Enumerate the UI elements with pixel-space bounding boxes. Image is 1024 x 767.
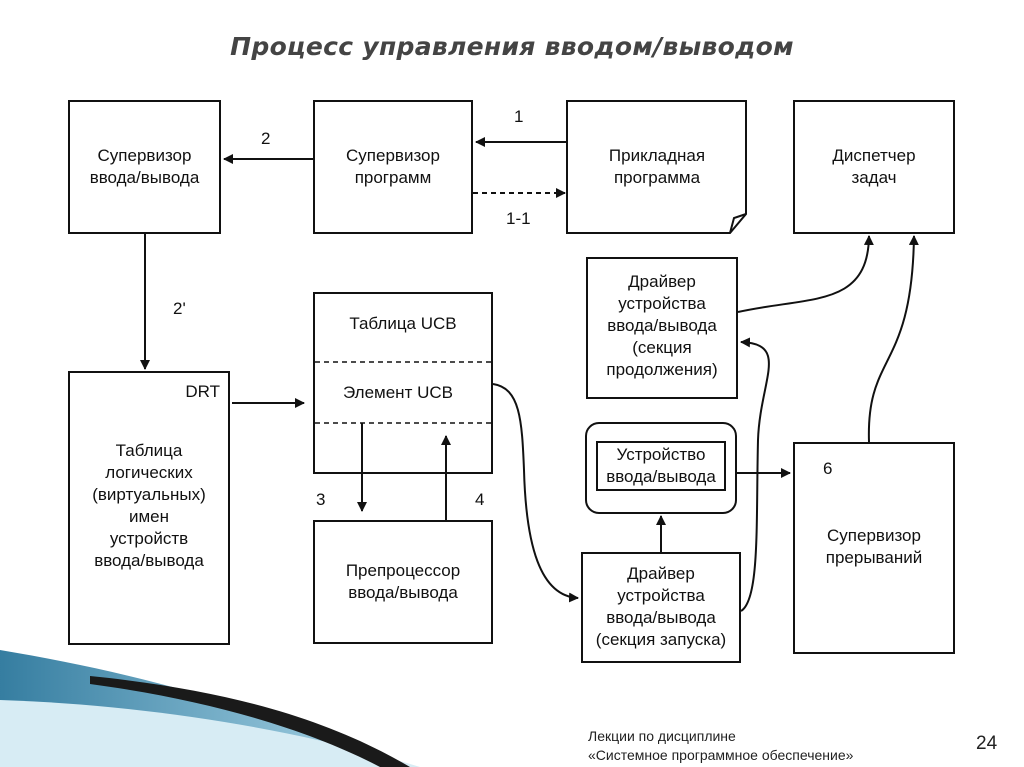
block-ucb-table xyxy=(313,292,493,474)
decor-swoosh-dark xyxy=(90,676,410,767)
interrupt-supervisor-label: Супервизор прерываний xyxy=(825,526,923,567)
block-program-supervisor xyxy=(313,100,473,234)
io-supervisor-label: Супервизор ввода/вывода xyxy=(89,146,200,187)
page-title: Процесс управления вводом/выводом xyxy=(230,32,794,61)
block-io-preprocessor xyxy=(313,520,493,644)
edge-label-3: 3 xyxy=(316,490,326,509)
edge-label-4: 4 xyxy=(475,490,485,509)
edge-label-6: 6 xyxy=(823,459,833,478)
ucb-table-label: Таблица UCB xyxy=(349,314,457,333)
block-logical-names-table xyxy=(68,371,230,645)
application-program-label: Прикладная программа xyxy=(608,146,706,187)
io-device-inner xyxy=(596,441,726,491)
edge-driver-start-to-continuation xyxy=(740,337,770,612)
drt-label: DRT xyxy=(185,382,220,401)
edge-label-1-1: 1-1 xyxy=(506,209,531,228)
block-interrupt-supervisor xyxy=(793,442,955,654)
io-preprocessor-label: Препроцессор ввода/вывода xyxy=(345,561,461,602)
driver-start-label: Драйвер устройства ввода/вывода (секция … xyxy=(595,564,727,649)
edge-interrupt-to-dispatcher xyxy=(867,235,919,443)
io-device-label: Устройство ввода/вывода xyxy=(606,445,716,486)
edge-label-2prime: 2' xyxy=(173,299,186,318)
driver-continuation-label: Драйвер устройства ввода/вывода (секция … xyxy=(606,272,718,379)
edge-ucb-to-driver-start xyxy=(492,383,579,603)
decor-swoosh-light xyxy=(0,700,420,767)
block-driver-start xyxy=(581,552,741,663)
program-supervisor-label: Супервизор программ xyxy=(346,146,440,187)
block-task-dispatcher xyxy=(793,100,955,234)
edge-continuation-to-dispatcher xyxy=(737,235,874,313)
edge-label-2: 2 xyxy=(261,129,271,148)
page-number: 24 xyxy=(976,733,998,754)
block-driver-continuation xyxy=(586,257,738,399)
ucb-element-label: Элемент UCB xyxy=(343,383,453,402)
logical-names-table-label: Таблица логических (виртуальных) имен ус… xyxy=(92,441,206,570)
edge-label-1: 1 xyxy=(514,107,524,126)
block-io-supervisor xyxy=(68,100,221,234)
footer-course: Лекции по дисциплине «Системное программ… xyxy=(588,728,854,763)
task-dispatcher-label: Диспетчер задач xyxy=(832,146,916,187)
